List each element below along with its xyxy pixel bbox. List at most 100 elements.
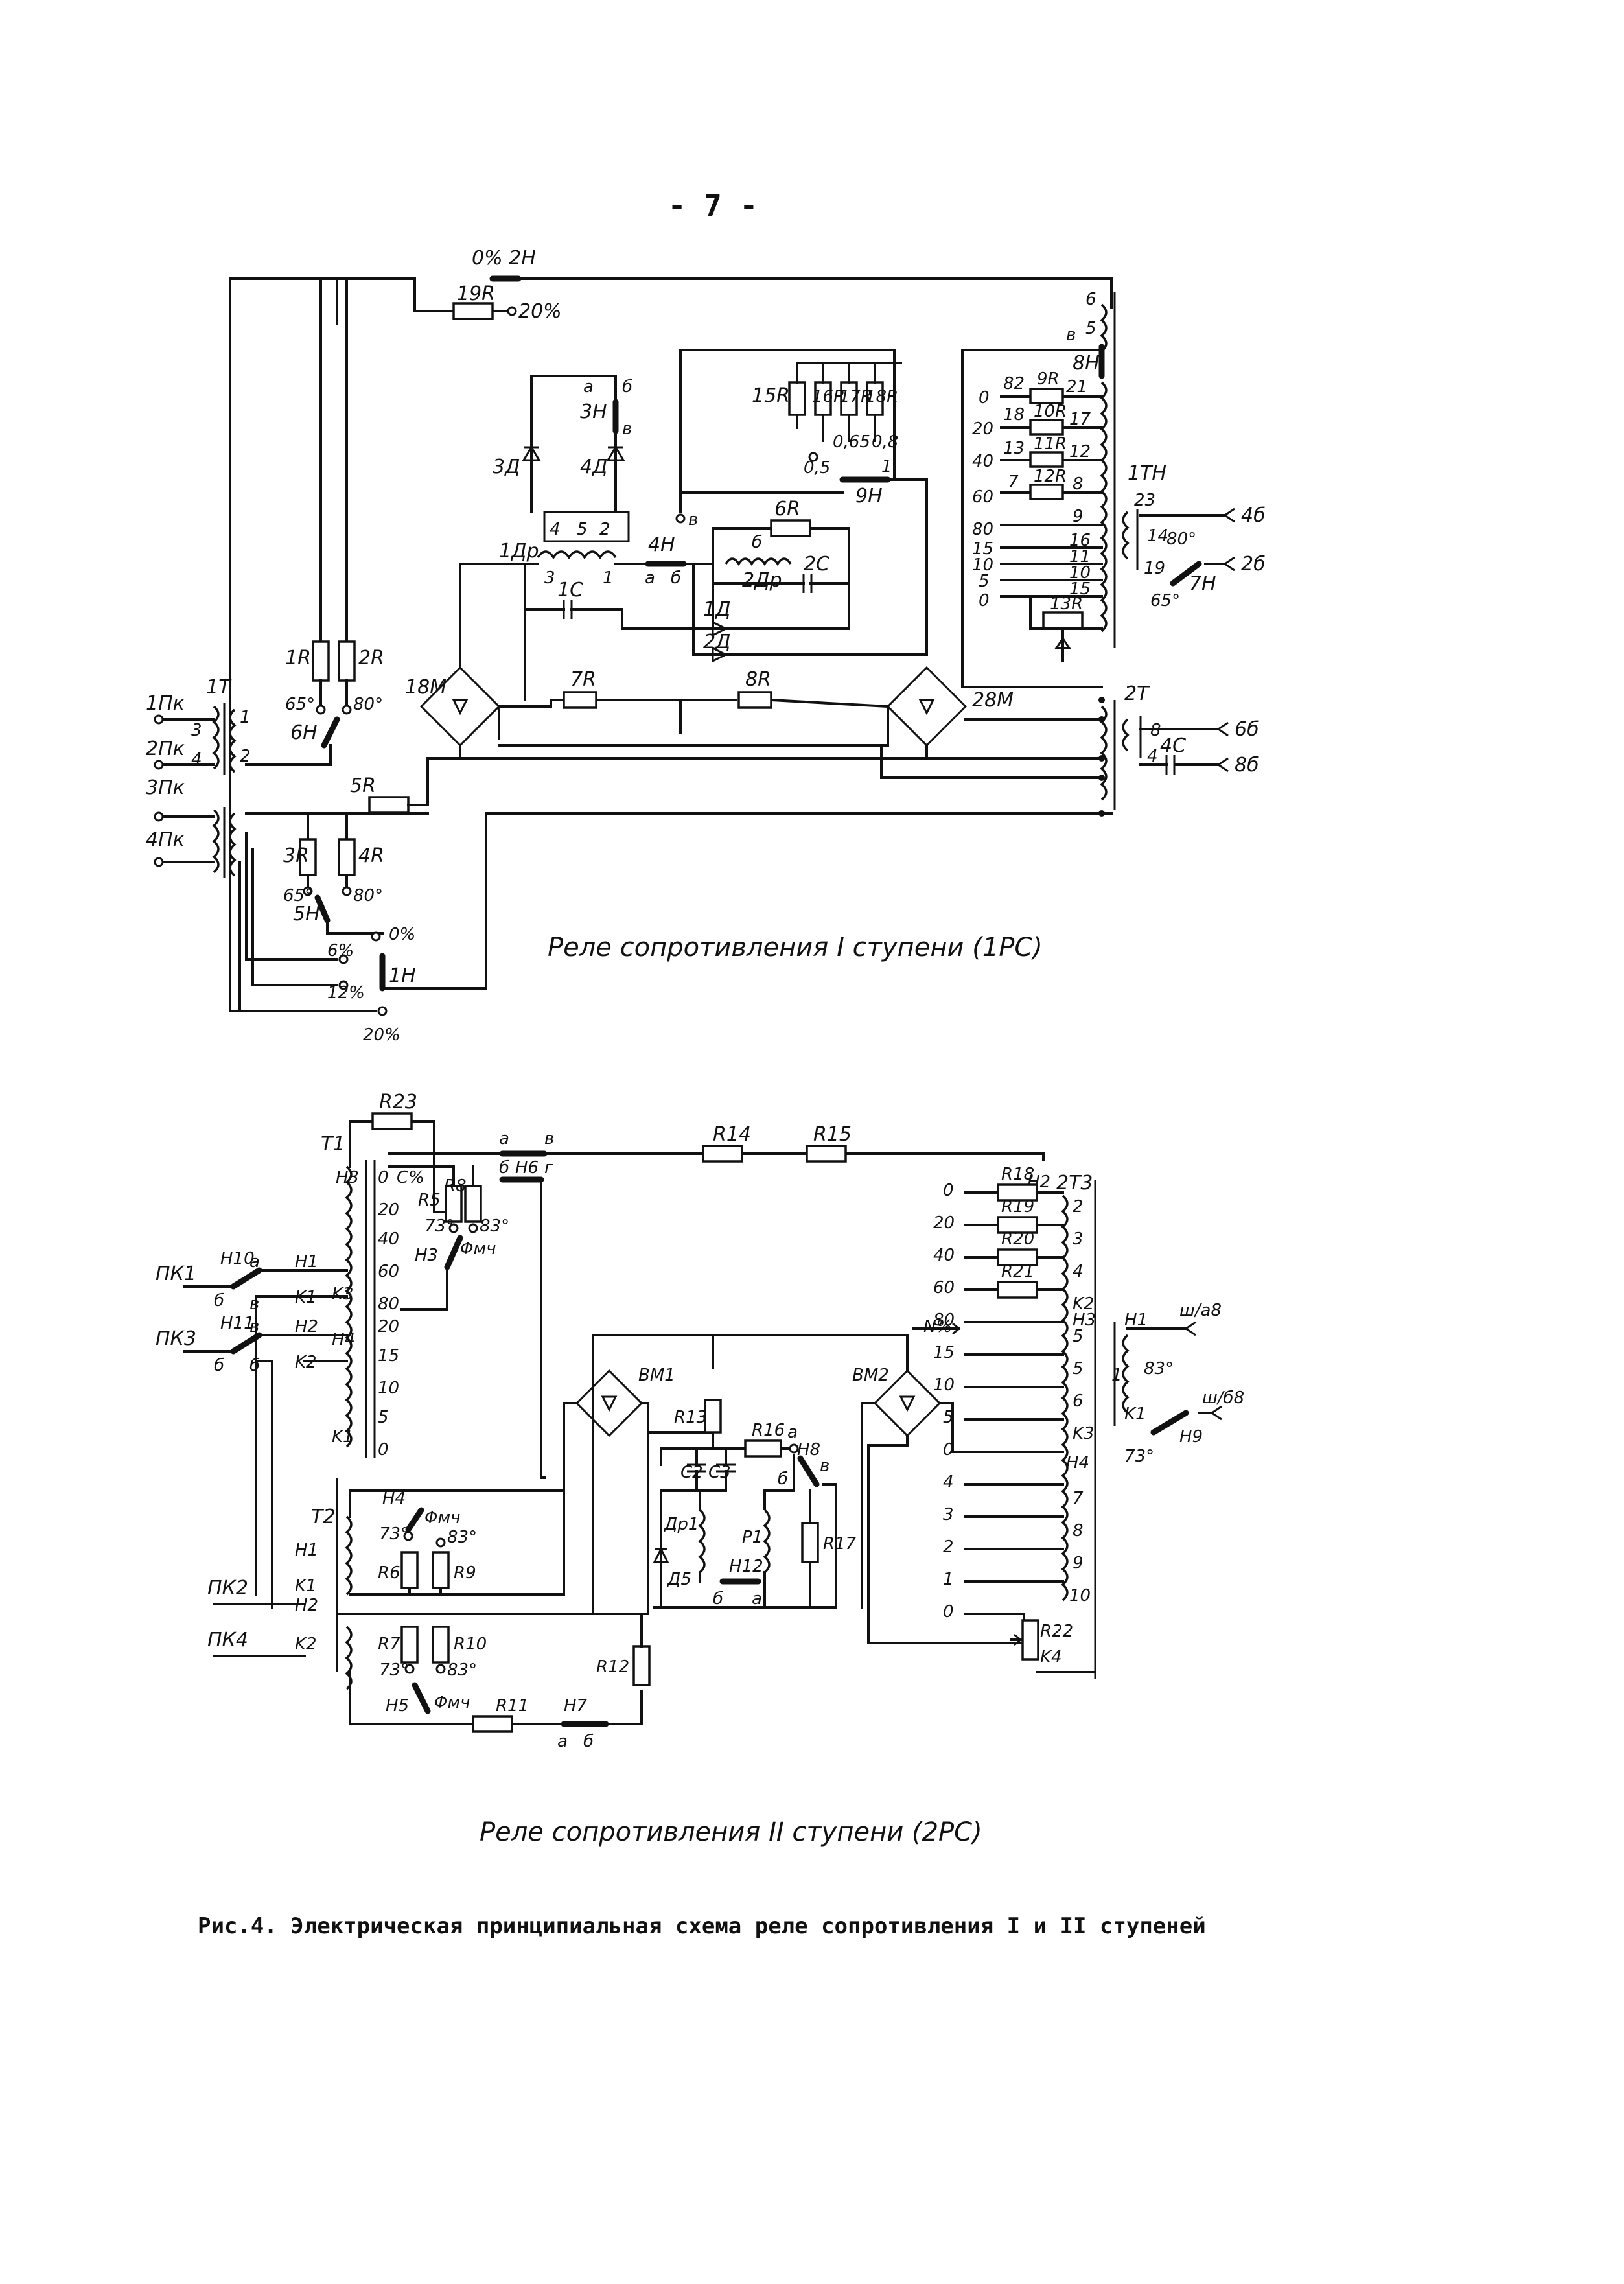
svg-text:в: в xyxy=(249,1317,259,1336)
contact-h8 xyxy=(797,1455,820,1487)
tap-2: 20 xyxy=(972,419,993,439)
svg-text:6: 6 xyxy=(1085,290,1096,309)
resistor-r17 xyxy=(801,1522,819,1563)
svg-text:3: 3 xyxy=(191,721,202,740)
label-6h: 6H xyxy=(290,721,318,744)
svg-text:K1: K1 xyxy=(332,1427,354,1447)
t3-tap-6: 15 xyxy=(933,1343,955,1362)
svg-text:3: 3 xyxy=(544,568,555,588)
t3-tap-8: 5 xyxy=(943,1408,954,1427)
svg-text:65°: 65° xyxy=(283,886,313,905)
svg-text:3R: 3R xyxy=(283,845,309,867)
svg-text:б: б xyxy=(499,1158,509,1178)
svg-text:73°: 73° xyxy=(379,1661,409,1680)
svg-text:1Д: 1Д xyxy=(703,598,731,621)
transformer-1th xyxy=(1100,303,1108,353)
svg-text:K1: K1 xyxy=(1124,1404,1146,1424)
t1-tap-10: 0 xyxy=(378,1440,389,1460)
svg-text:а: а xyxy=(499,1129,509,1148)
resistor-6r xyxy=(770,519,811,537)
t1-tap-2: 20 xyxy=(378,1200,399,1220)
resistor-r9 xyxy=(432,1551,450,1589)
svg-text:R8: R8 xyxy=(444,1176,467,1196)
svg-text:13: 13 xyxy=(1003,439,1025,458)
resistor-r13 xyxy=(704,1399,722,1434)
svg-text:3Д: 3Д xyxy=(493,456,520,478)
svg-text:H1: H1 xyxy=(295,1252,318,1272)
svg-text:73°: 73° xyxy=(1124,1447,1154,1466)
t3-tap-3: 40 xyxy=(933,1246,955,1265)
svg-text:13R: 13R xyxy=(1050,594,1083,614)
svg-text:H3: H3 xyxy=(336,1168,359,1187)
svg-text:в: в xyxy=(1066,325,1076,345)
svg-text:2Д: 2Д xyxy=(703,631,731,653)
tap-r-1: 21 xyxy=(1066,377,1087,397)
svg-text:H4: H4 xyxy=(1066,1453,1089,1473)
t1-tap-6: 20 xyxy=(378,1317,399,1336)
svg-text:R7: R7 xyxy=(378,1635,400,1654)
svg-text:R12: R12 xyxy=(596,1657,629,1677)
svg-text:K4: K4 xyxy=(1040,1648,1062,1667)
svg-text:2C: 2C xyxy=(804,553,829,576)
svg-text:2Др: 2Др xyxy=(742,569,782,592)
svg-text:R14: R14 xyxy=(713,1123,751,1146)
svg-text:16R: 16R xyxy=(812,387,845,406)
input-pk4: ПК4 xyxy=(207,1629,248,1651)
resistor-5r xyxy=(368,796,410,814)
figure-caption: Рис.4. Электрическая принципиальная схем… xyxy=(198,1913,1206,1939)
t1-tap-4: 60 xyxy=(378,1262,399,1281)
tap-1: 0 xyxy=(979,388,990,408)
resistor-r19 xyxy=(997,1216,1038,1234)
svg-text:BM1: BM1 xyxy=(638,1366,675,1385)
resistor-8r xyxy=(737,691,772,709)
t3-tap-11: 3 xyxy=(943,1505,954,1524)
transformer-t2 xyxy=(345,1515,353,1596)
svg-text:б: б xyxy=(583,1732,594,1751)
svg-text:R22: R22 xyxy=(1040,1622,1073,1641)
svg-text:г: г xyxy=(544,1158,553,1178)
transformer-t1 xyxy=(345,1165,353,1448)
tap-r-7: 11 xyxy=(1069,547,1091,566)
input-3pk: 3Пк xyxy=(146,776,185,799)
svg-text:BM2: BM2 xyxy=(852,1366,889,1385)
svg-text:б: б xyxy=(671,568,681,588)
svg-text:R13: R13 xyxy=(674,1408,707,1427)
1th-taps: 0 20 40 60 80 15 10 5 0 xyxy=(972,388,993,611)
tap-r-6: 16 xyxy=(1069,531,1091,550)
svg-text:R6: R6 xyxy=(378,1563,400,1583)
svg-text:K3: K3 xyxy=(332,1285,354,1304)
resistor-10r xyxy=(1029,419,1064,436)
svg-text:H6: H6 xyxy=(515,1158,539,1178)
svg-text:б: б xyxy=(622,377,632,397)
t3-tap-14: 0 xyxy=(943,1602,954,1622)
svg-text:1H: 1H xyxy=(389,964,416,987)
svg-text:R21: R21 xyxy=(1001,1262,1034,1281)
resistor-r14 xyxy=(702,1145,743,1163)
resistor-r22 xyxy=(1021,1619,1039,1661)
svg-text:4б: 4б xyxy=(1241,504,1266,527)
resistor-11r xyxy=(1029,451,1064,468)
svg-text:8б: 8б xyxy=(1235,754,1259,776)
svg-text:65°: 65° xyxy=(285,695,315,714)
svg-text:6R: 6R xyxy=(774,498,800,520)
tap-3: 40 xyxy=(972,452,993,471)
label-19r: 19R xyxy=(457,283,495,305)
svg-text:7: 7 xyxy=(1008,472,1019,492)
t3-tap-9: 0 xyxy=(943,1440,954,1460)
resistor-r15 xyxy=(806,1145,847,1163)
svg-text:K1: K1 xyxy=(295,1576,317,1596)
resistor-12r xyxy=(1029,484,1064,500)
resistor-15r xyxy=(788,381,806,416)
svg-text:4Д: 4Д xyxy=(580,456,608,478)
tap-4: 60 xyxy=(972,487,993,507)
t1-tap-7: 15 xyxy=(378,1346,399,1366)
t3-tap-13: 1 xyxy=(943,1570,954,1589)
svg-text:T2: T2 xyxy=(311,1506,335,1528)
resistor-r20 xyxy=(997,1248,1038,1266)
t3-coil-4: 5 xyxy=(1073,1327,1084,1346)
input-1pk: 1Пк xyxy=(146,692,185,715)
svg-text:4R: 4R xyxy=(358,845,384,867)
svg-text:а: а xyxy=(787,1423,798,1442)
svg-text:2T: 2T xyxy=(1124,682,1150,705)
